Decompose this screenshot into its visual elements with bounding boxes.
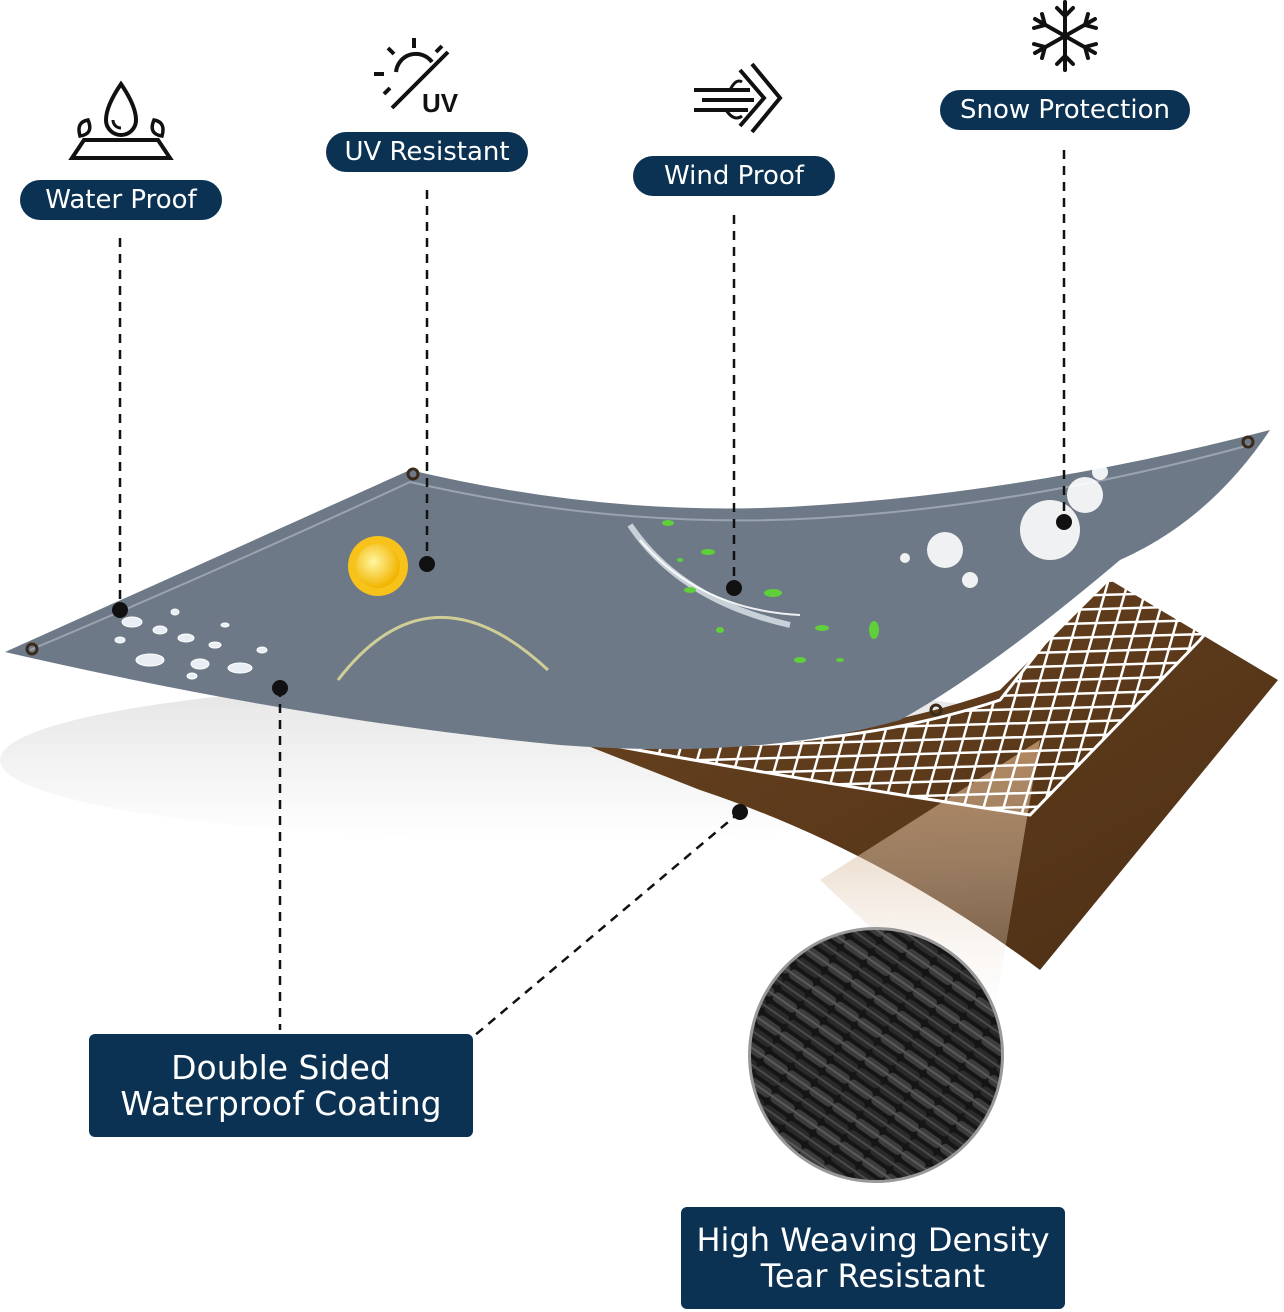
coating-line-1: Double Sided — [171, 1047, 391, 1087]
double-sided-coating-callout: Double Sided Waterproof Coating — [89, 1034, 473, 1137]
snowflake-icon — [1032, 0, 1098, 72]
wind-icon — [694, 62, 783, 134]
brown-bottom-layer — [560, 580, 1278, 970]
water-drop-icon — [68, 80, 174, 160]
grommet — [1241, 435, 1255, 449]
leader-lines — [118, 150, 1066, 1037]
wind-swirl-graphic — [627, 520, 879, 663]
wind-proof-badge: Wind Proof — [633, 156, 835, 196]
leader-dots — [112, 514, 1072, 820]
sun-graphic — [336, 536, 550, 681]
water-droplets — [114, 608, 268, 680]
grommet — [25, 642, 39, 656]
snow-protection-badge: Snow Protection — [940, 90, 1190, 130]
grommet — [929, 703, 943, 717]
weave-zoom-circle — [748, 927, 1004, 1183]
mesh-line — [1038, 560, 1122, 815]
sun-uv-icon: UV — [374, 38, 459, 116]
weaving-density-callout: High Weaving Density Tear Resistant — [681, 1207, 1065, 1309]
uv-resistant-badge: UV Resistant — [326, 132, 528, 172]
weave-line-2: Tear Resistant — [760, 1257, 986, 1295]
water-proof-badge: Water Proof — [20, 180, 222, 220]
coating-line-2: Waterproof Coating — [120, 1083, 442, 1123]
weave-line-1: High Weaving Density — [696, 1221, 1050, 1259]
gray-top-tarp — [5, 430, 1270, 750]
uv-icon-text: UV — [422, 88, 459, 116]
grommet — [406, 467, 420, 481]
mesh-line — [1280, 540, 1284, 820]
light-beam — [820, 740, 1040, 1040]
tarp-hem — [29, 444, 1251, 651]
